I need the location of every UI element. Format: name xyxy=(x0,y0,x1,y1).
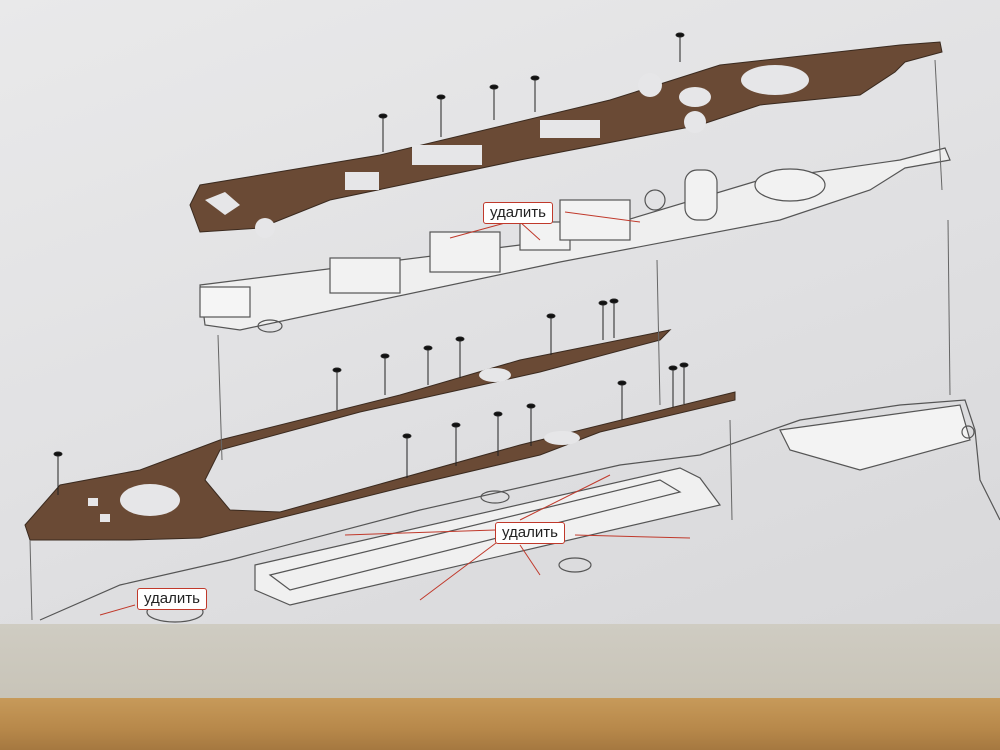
remove-callout-label: удалить xyxy=(137,588,207,610)
upper-wood-deck xyxy=(189,41,943,238)
assembly-guide-lines xyxy=(29,59,951,621)
remove-callout-label: удалить xyxy=(495,522,565,544)
callout-arrows xyxy=(99,211,691,616)
upper-plastic-deck xyxy=(199,147,951,333)
main-wood-deck xyxy=(24,329,736,541)
wooden-deck-sheet-photo xyxy=(0,698,1000,750)
alignment-pins xyxy=(53,32,689,495)
remove-callout-label: удалить xyxy=(483,202,553,224)
